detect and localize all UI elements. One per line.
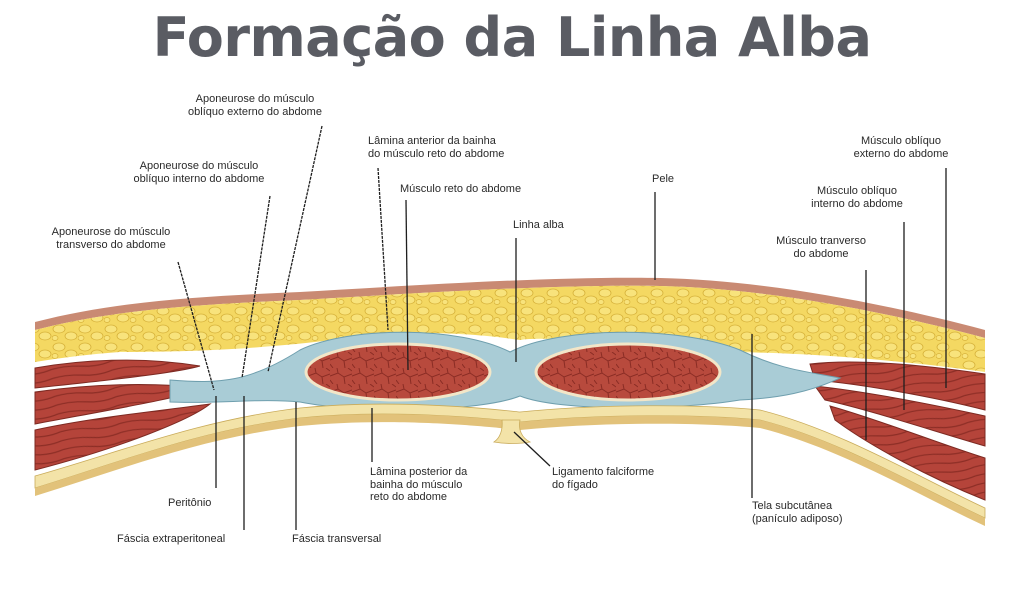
right-transverse-muscle [829,405,986,501]
label-pele: Pele [652,173,675,185]
right-internal-oblique-muscle [813,385,986,447]
leader-lamina-anterior [377,167,389,331]
left-transverse-muscle [34,403,212,471]
leader-ap-transverso [177,261,215,391]
label-peritonio: Peritônio [168,497,212,509]
diagram-title: Formação da Linha Alba [152,6,872,69]
label-linha-alba: Linha alba [513,219,564,231]
right-rectus-muscle [534,342,722,402]
leader-lines [177,125,947,530]
leader-ligamento-falciforme [513,431,551,467]
leader-ap-obliquo-externo [267,125,323,373]
falciform-ligament [492,419,532,444]
left-rectus-muscle [304,342,492,402]
leader-musculo-reto [405,199,409,371]
label-fascia-transversal: Fáscia transversal [292,533,382,545]
fat-layer [35,285,985,372]
label-tela-subcutanea: Tela subcutânea(panículo adiposo) [752,500,843,525]
left-external-oblique-muscle [34,359,201,389]
leader-ap-obliquo-interno [241,195,271,379]
label-fascia-extraperitoneal: Fáscia extraperitoneal [117,533,226,545]
label-musculo-reto: Músculo reto do abdome [400,183,522,195]
